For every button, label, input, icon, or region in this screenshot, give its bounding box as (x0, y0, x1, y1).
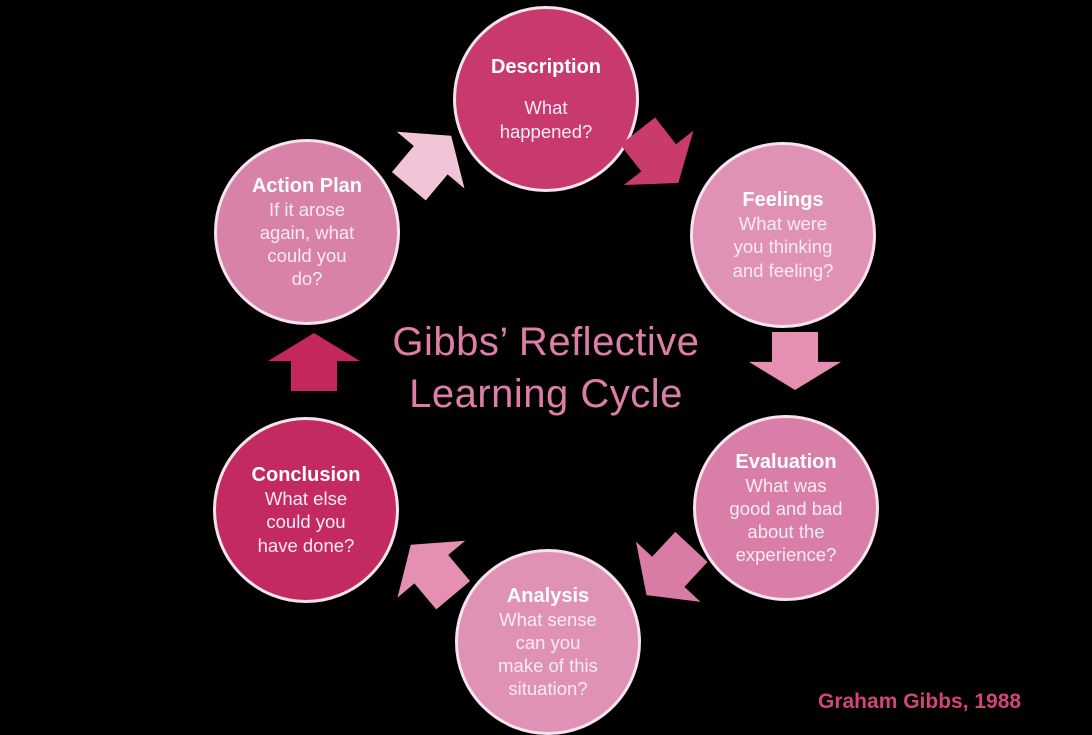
stage-action-plan: Action Plan If it arose again, what coul… (214, 139, 400, 325)
stage-evaluation: Evaluation What was good and bad about t… (693, 415, 879, 601)
stage-action-plan-body: If it arose again, what could you do? (259, 198, 355, 290)
stage-action-plan-title: Action Plan (251, 174, 362, 197)
stage-analysis: Analysis What sense can you make of this… (455, 549, 641, 735)
stage-description-body: What happened? (499, 97, 593, 142)
arrow-description-to-feelings-icon (601, 103, 714, 212)
stage-feelings-body: What were you thinking and feeling? (732, 213, 834, 281)
credit-text: Graham Gibbs, 1988 (818, 690, 1022, 713)
stage-evaluation-body: What was good and bad about the experien… (729, 474, 843, 566)
stage-conclusion-body: What else could you have done? (257, 488, 355, 556)
stage-feelings: Feelings What were you thinking and feel… (690, 142, 876, 328)
arrow-conclusion-to-action-plan-icon (266, 333, 362, 391)
stage-conclusion: Conclusion What else could you have done… (213, 417, 399, 603)
stage-analysis-body: What sense can you make of this situatio… (498, 608, 598, 700)
page-title: Gibbs’ Reflective Learning Cycle (392, 320, 700, 416)
arrow-feelings-to-evaluation-icon (747, 332, 843, 390)
stage-description-title: Description (490, 56, 602, 79)
stage-evaluation-title: Evaluation (735, 450, 837, 473)
arrow-action-plan-to-description-icon (374, 106, 487, 216)
arrow-evaluation-to-analysis-icon (613, 515, 725, 626)
arrow-analysis-to-conclusion-icon (376, 515, 489, 625)
stage-feelings-title: Feelings (742, 189, 824, 212)
stage-conclusion-title: Conclusion (251, 464, 361, 487)
stage-description: Description What happened? (453, 6, 639, 192)
stage-analysis-title: Analysis (506, 584, 590, 607)
